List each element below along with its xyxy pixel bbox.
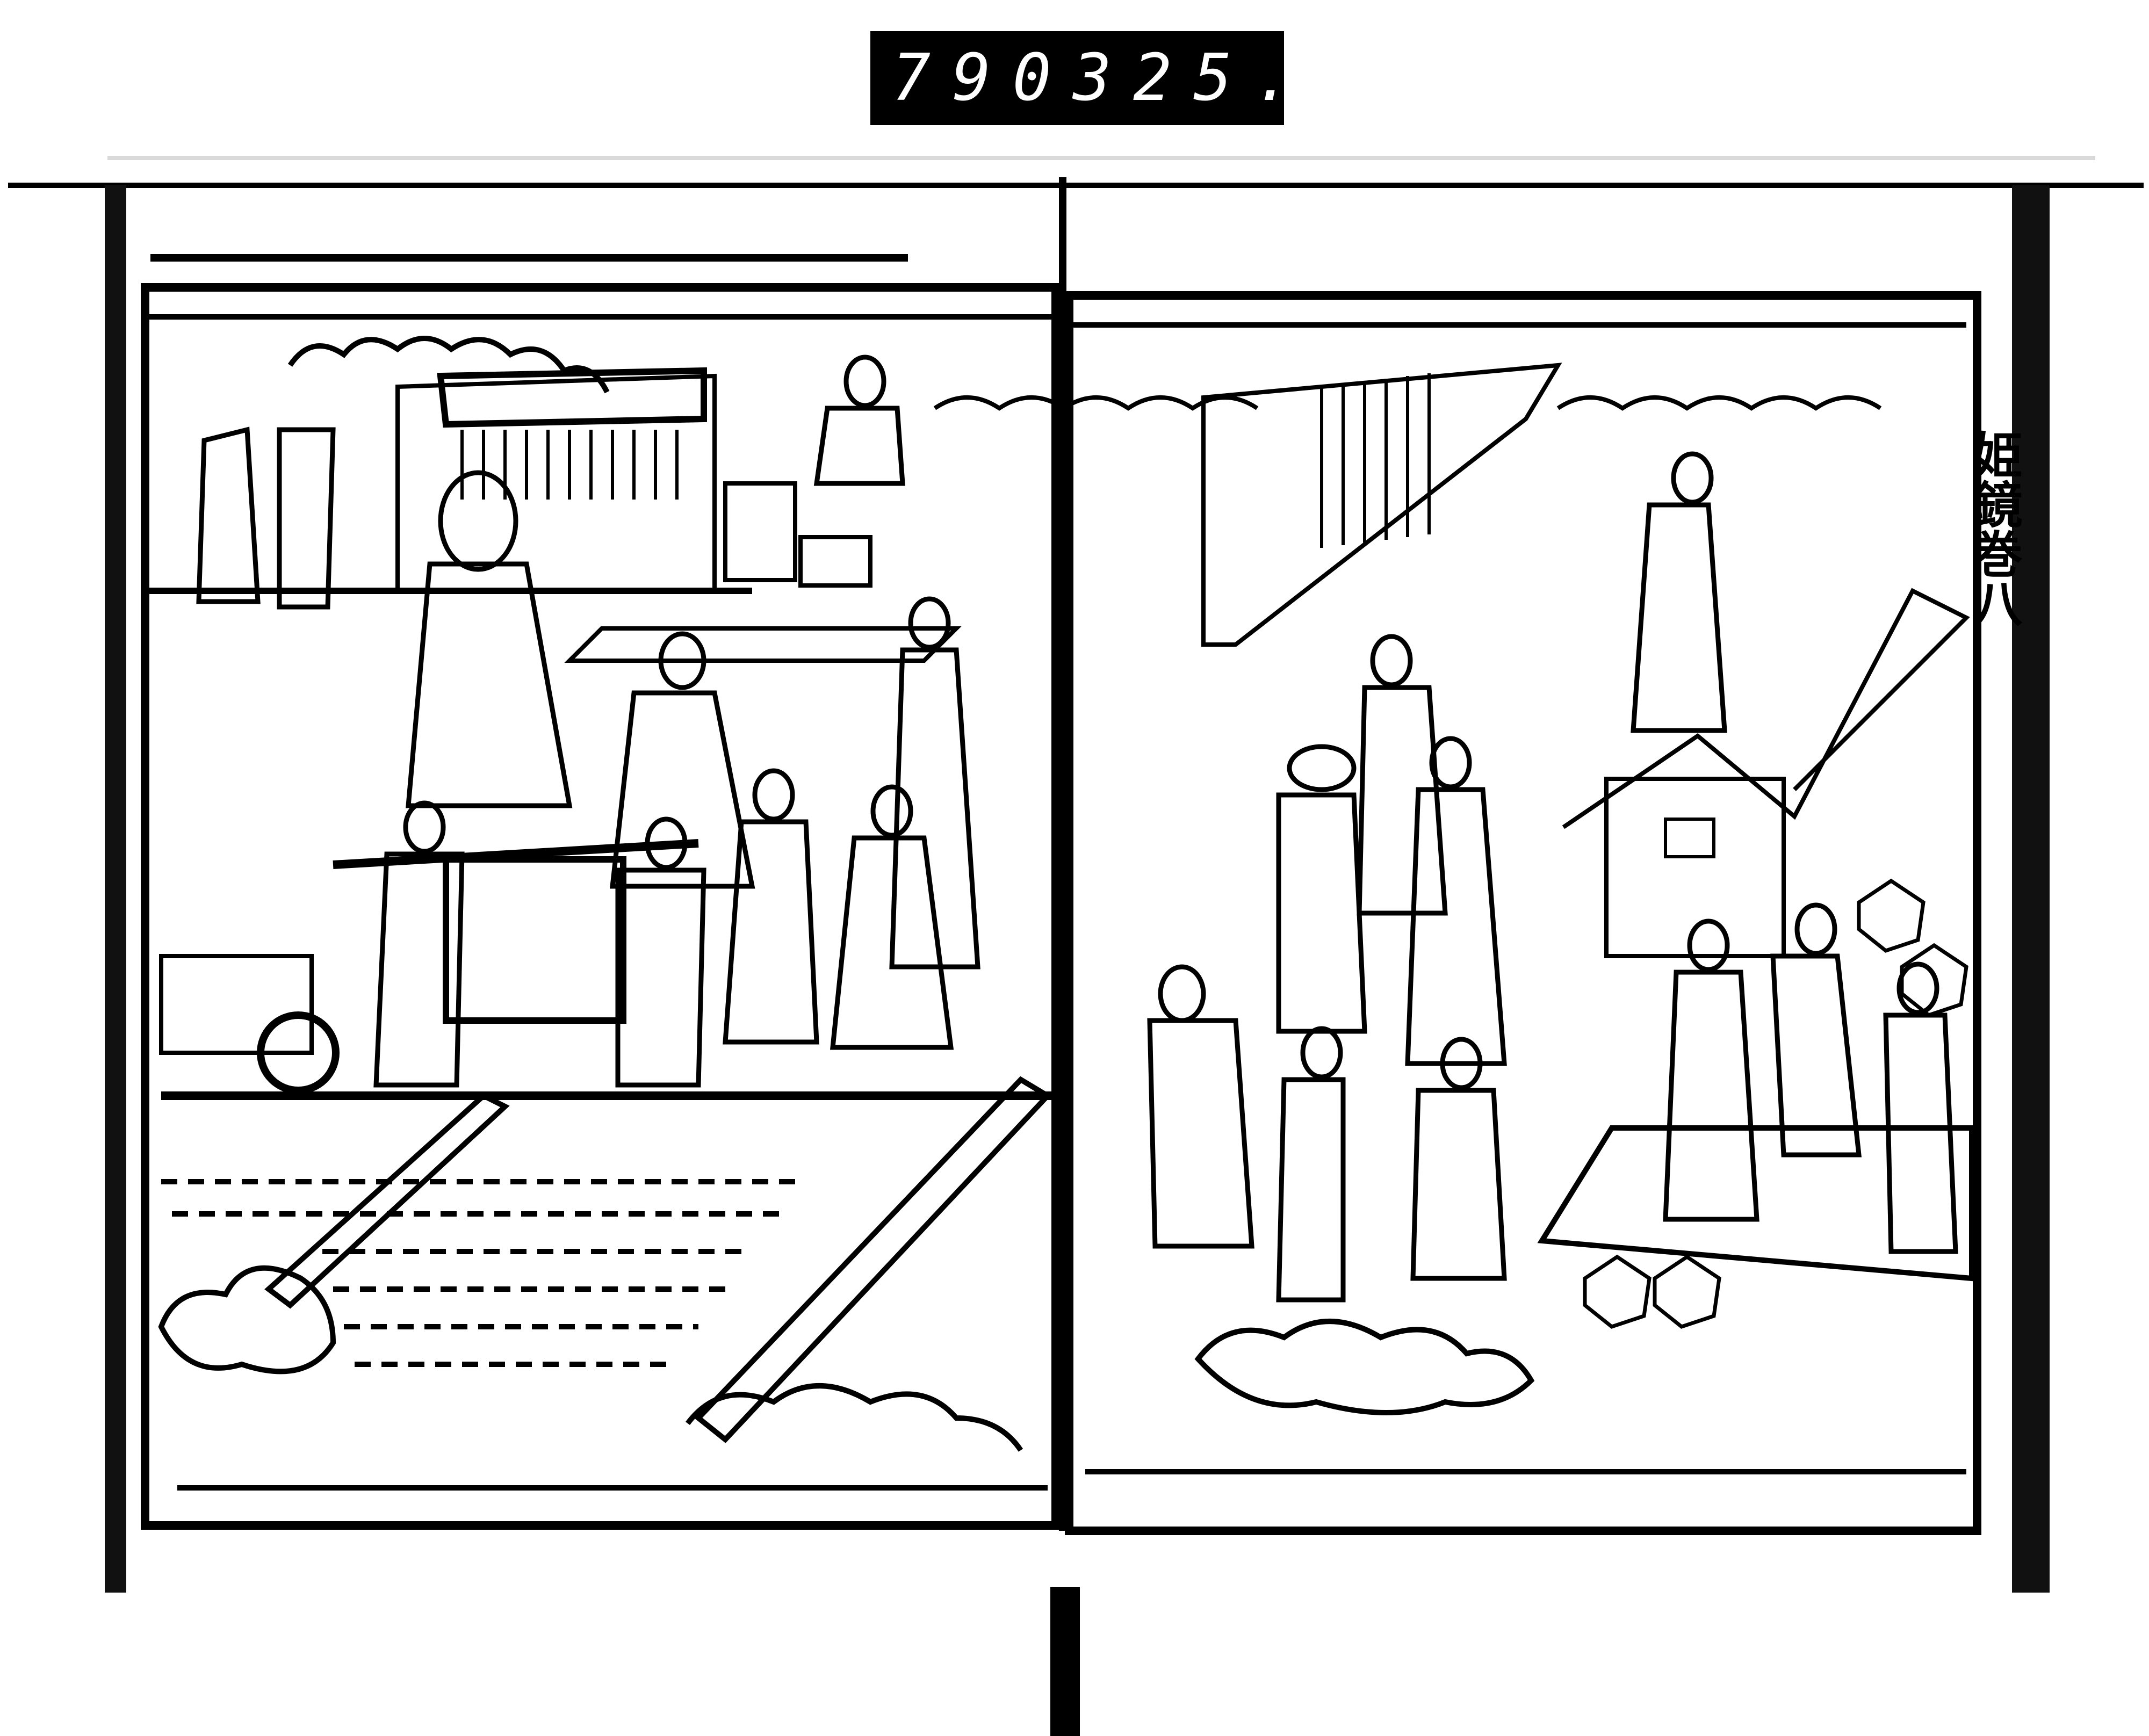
scan-noise bbox=[107, 156, 2095, 160]
archive-label: 790 325. bbox=[870, 31, 1293, 125]
margin-title: 姫鏡巻八 bbox=[1965, 430, 2023, 627]
bottom-tab bbox=[1050, 1587, 1080, 1736]
left-book-edge bbox=[105, 185, 126, 1593]
archive-number-right: 325. bbox=[1072, 41, 1314, 115]
right-book-edge bbox=[2012, 185, 2050, 1593]
left-page bbox=[141, 254, 1060, 1530]
archive-number-left: 790 bbox=[892, 41, 1073, 115]
right-page bbox=[933, 291, 1981, 1535]
